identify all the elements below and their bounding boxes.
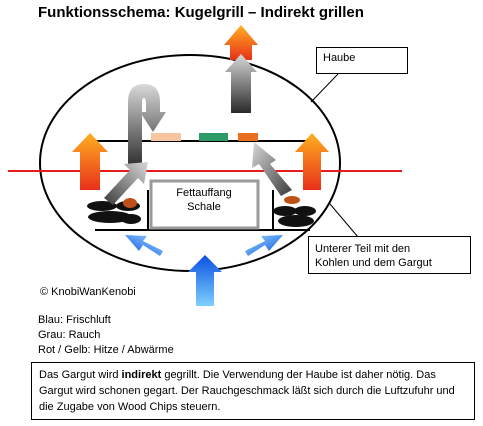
legend: Blau: Frischluft Grau: Rauch Rot / Gelb:… — [38, 313, 174, 358]
air-arrow-left — [125, 235, 163, 256]
callout-unterer-teil: Unterer Teil mit den Kohlen und dem Garg… — [308, 236, 471, 274]
heat-arrow-left — [72, 133, 108, 190]
copyright-text: © KnobiWanKenobi — [40, 286, 136, 298]
diagram-title: Funktionsschema: Kugelgrill – Indirekt g… — [38, 4, 364, 21]
air-arrow-bottom — [188, 255, 222, 306]
legend-grau: Grau: Rauch — [38, 329, 101, 341]
gargut-gruen — [199, 133, 228, 141]
callout-haube-text: Haube — [323, 52, 356, 64]
note-part1: Das Gargut wird — [39, 369, 122, 381]
fettauffang-label: Fettauffang Schale — [150, 186, 258, 214]
fettauffang-line2: Schale — [187, 201, 221, 213]
smoke-exhaust-arrow — [225, 54, 257, 113]
coals-right — [273, 196, 316, 227]
heat-exhaust-arrow — [224, 25, 258, 60]
legend-blau: Blau: Frischluft — [38, 314, 111, 326]
callout-unterer-teil-line1: Unterer Teil mit den — [315, 243, 411, 255]
gargut-orange — [238, 133, 258, 141]
gargut-beige — [151, 133, 181, 141]
coals-left — [87, 198, 141, 224]
air-arrow-right — [245, 235, 283, 256]
smoke-arrow-right — [252, 142, 292, 196]
smoke-arrow-left — [104, 162, 148, 205]
description-note: Das Gargut wird indirekt gegrillt. Die V… — [31, 362, 475, 420]
callout-haube: Haube — [316, 47, 408, 74]
heat-arrow-right — [295, 133, 329, 190]
smoke-curl-left — [128, 84, 166, 168]
note-bold: indirekt — [121, 369, 162, 381]
fettauffang-schale — [149, 179, 260, 230]
callout-unterteil-leader — [329, 203, 359, 238]
legend-rot-gelb: Rot / Gelb: Hitze / Abwärme — [38, 344, 174, 356]
callout-haube-leader — [310, 73, 339, 103]
fettauffang-line1: Fettauffang — [176, 187, 232, 199]
callout-unterer-teil-line2: Kohlen und dem Gargut — [315, 257, 432, 269]
note-part2: gegrillt. Die Verwendung der Haube ist d… — [39, 369, 455, 413]
